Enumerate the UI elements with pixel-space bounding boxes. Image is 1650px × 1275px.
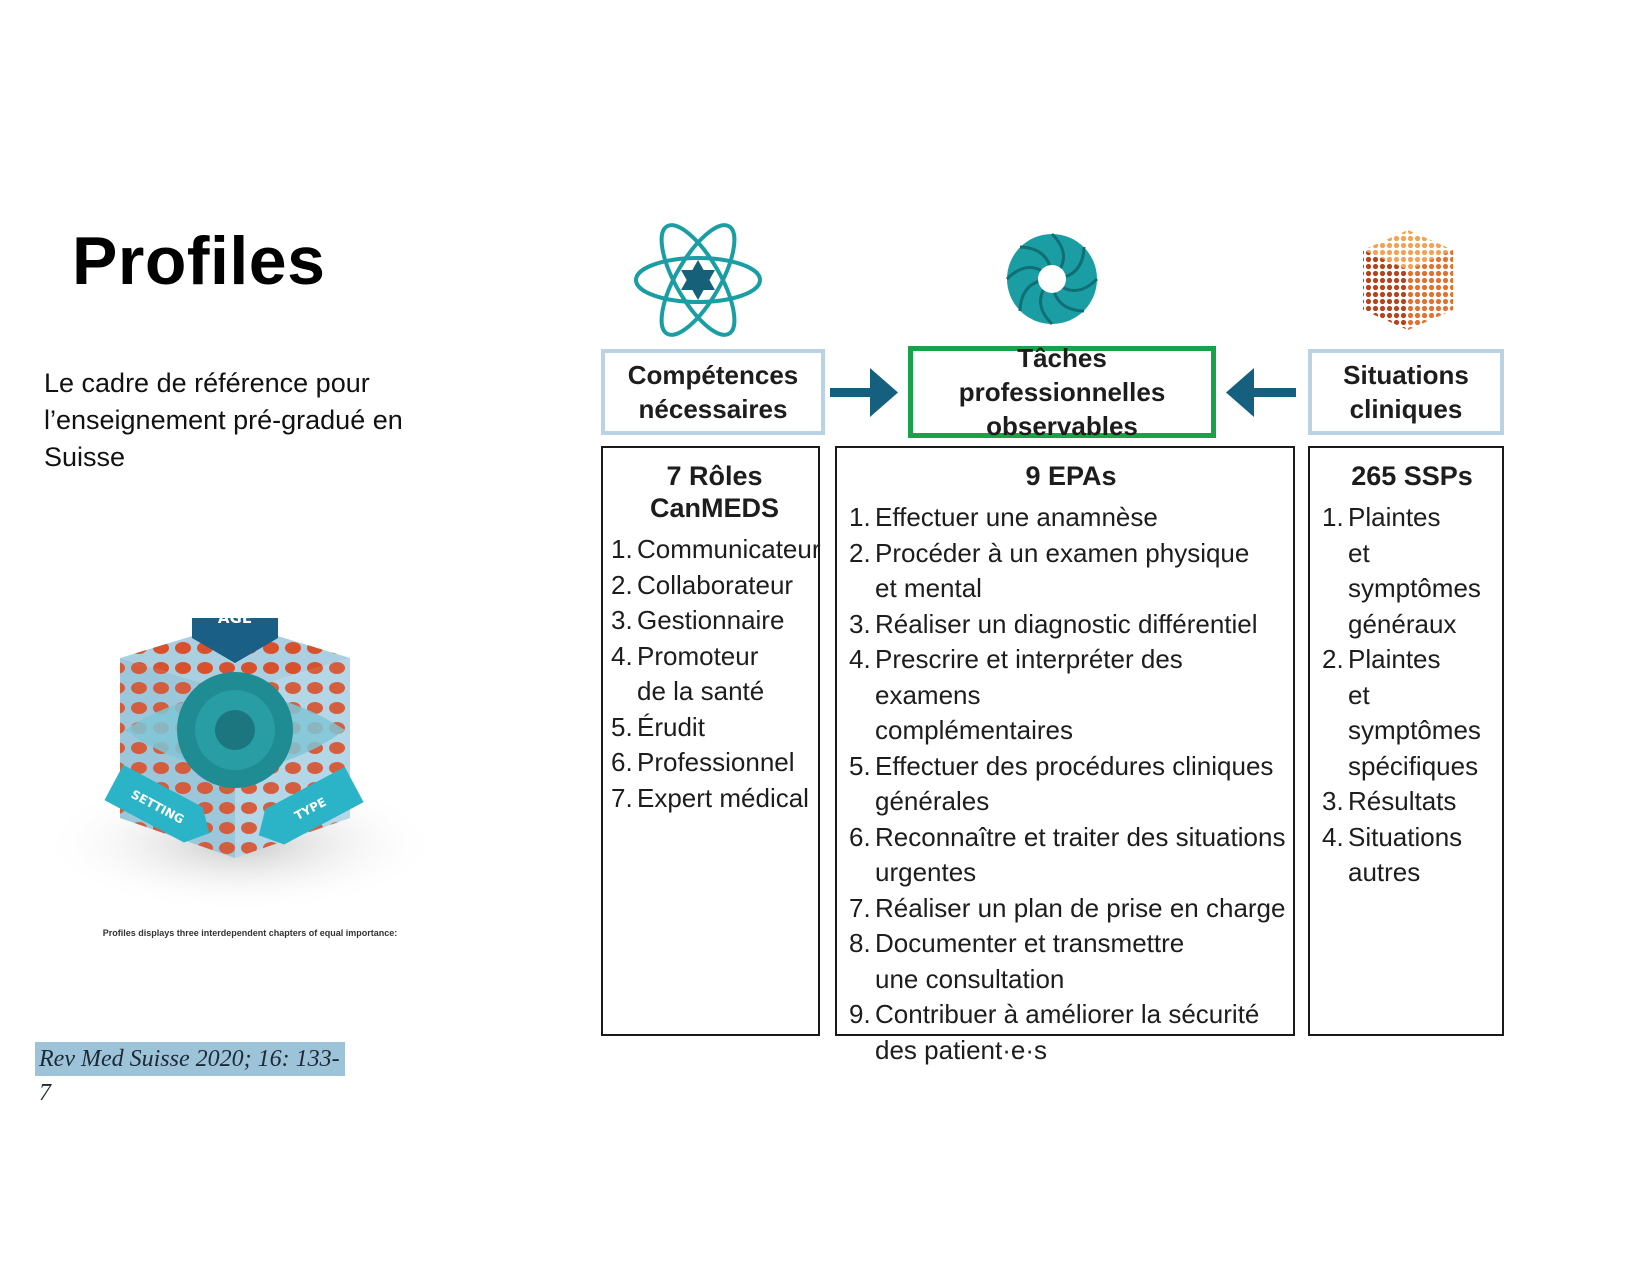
list-item: 3.Gestionnaire [611, 603, 818, 639]
list-item-text: Prescrire et interpréter des examens com… [875, 644, 1183, 745]
list-item-text: Professionnel [637, 747, 795, 777]
citation: Rev Med Suisse 2020; 16: 133-7 [35, 1042, 345, 1106]
list-item: 2.Collaborateur [611, 568, 818, 604]
list-item: 1.Effectuer une anamnèse [849, 500, 1293, 536]
list-item-number: 4. [611, 640, 633, 671]
list-item-number: 1. [849, 502, 871, 532]
list-item-number: 4. [1322, 821, 1344, 852]
list-ssps-title: 265 SSPs [1351, 461, 1473, 491]
list-item-text: Situations autres [1348, 821, 1463, 888]
list-item-number: 3. [849, 608, 871, 639]
cube-caption: Profiles displays three interdependent c… [102, 928, 398, 938]
header-taches: Tâches professionnelles observables [908, 343, 1216, 441]
list-item: 8.Documenter et transmettre une consulta… [849, 926, 1293, 997]
aperture-icon [1005, 232, 1099, 331]
list-item-text: Effectuer des procédures cliniques génér… [875, 750, 1274, 817]
list-item: 1.Plaintes et symptômes généraux [1322, 500, 1502, 642]
list-item-text: Gestionnaire [637, 605, 785, 635]
cube-dots-icon [1358, 228, 1458, 337]
list-item-number: 2. [849, 537, 871, 568]
list-item: 4.Prescrire et interpréter des examens c… [849, 642, 1293, 749]
list-item: 5.Érudit [611, 710, 818, 746]
list-item-number: 8. [849, 928, 871, 958]
cube-label-age: AGE [218, 618, 252, 627]
header-situations: Situations cliniques [1308, 349, 1504, 435]
list-item: 4.Situations autres [1322, 820, 1502, 891]
list-item-text: Reconnaître et traiter des situations ur… [875, 821, 1286, 888]
list-item: 9.Contribuer à améliorer la sécurité des… [849, 997, 1293, 1068]
list-epas-title: 9 EPAs [1025, 461, 1117, 491]
header-taches-line2: observables [986, 411, 1138, 441]
list-item-number: 1. [1322, 502, 1344, 532]
list-item-number: 6. [611, 747, 633, 777]
list-item-text: Réaliser un diagnostic différentiel [875, 608, 1258, 639]
header-situations-line1: Situations [1343, 360, 1469, 390]
header-competences-line1: Compétences [627, 360, 799, 390]
list-item: 3.Réaliser un diagnostic différentiel [849, 607, 1293, 643]
list-item-text: Érudit [637, 711, 705, 742]
list-item-text: Plaintes et symptômes généraux [1348, 502, 1481, 639]
list-item-text: Contribuer à améliorer la sécurité des p… [875, 999, 1260, 1065]
list-item: 7.Expert médical [611, 781, 818, 817]
list-item-text: Plaintes et symptômes spécifiques [1348, 644, 1481, 781]
arrow-left-icon [1224, 368, 1296, 423]
header-competences-line2: nécessaires [638, 394, 788, 424]
list-item: 1.Communicateur [611, 532, 821, 568]
list-canmeds-title: 7 Rôles CanMEDS [649, 461, 779, 523]
list-item: 3.Résultats [1322, 784, 1502, 820]
list-item-text: Promoteur de la santé [637, 640, 765, 707]
list-item-text: Procéder à un examen physique et mental [875, 537, 1250, 604]
list-item-number: 7. [611, 782, 633, 813]
profiles-cube-illustration: AGE SETTING TYPE [40, 596, 440, 918]
list-item-number: 2. [611, 569, 633, 600]
slide-subtitle: Le cadre de référence pour l’enseignemen… [44, 368, 403, 472]
list-item-text: Résultats [1348, 786, 1457, 816]
list-item-number: 5. [611, 711, 633, 742]
header-situations-line2: cliniques [1349, 394, 1463, 424]
list-item: 6.Reconnaître et traiter des situations … [849, 820, 1293, 891]
list-item-number: 9. [849, 999, 871, 1029]
list-item: 7.Réaliser un plan de prise en charge [849, 891, 1293, 927]
list-item-number: 6. [849, 821, 871, 852]
list-item: 2.Procéder à un examen physique et menta… [849, 536, 1293, 607]
header-taches-line1: Tâches professionnelles [958, 343, 1166, 407]
list-item: 2.Plaintes et symptômes spécifiques [1322, 642, 1502, 784]
list-item: 6.Professionnel [611, 745, 818, 781]
arrow-right-icon [830, 368, 900, 423]
list-item-number: 1. [611, 534, 633, 564]
list-item-text: Réaliser un plan de prise en charge [875, 892, 1286, 923]
list-item-number: 7. [849, 892, 871, 923]
list-item: 5.Effectuer des procédures cliniques gén… [849, 749, 1293, 820]
list-item-text: Collaborateur [637, 569, 794, 600]
list-item-number: 3. [1322, 786, 1344, 816]
list-item-text: Effectuer une anamnèse [875, 502, 1158, 532]
list-ssps: 265 SSPs 1.Plaintes et symptômes générau… [1308, 446, 1504, 1036]
list-item-number: 5. [849, 750, 871, 781]
list-item-text: Documenter et transmettre une consultati… [875, 928, 1185, 994]
list-item-text: Expert médical [637, 782, 809, 813]
slide-title: Profiles [72, 223, 326, 299]
list-item-number: 2. [1322, 644, 1344, 674]
atom-icon [633, 220, 763, 345]
list-item-number: 4. [849, 644, 871, 674]
list-item-text: Communicateur [637, 534, 821, 564]
type-arrow-icon: TYPE [258, 766, 364, 845]
list-item: 4.Promoteur de la santé [611, 639, 818, 710]
header-competences: Compétences nécessaires [601, 349, 825, 435]
list-item-number: 3. [611, 605, 633, 635]
